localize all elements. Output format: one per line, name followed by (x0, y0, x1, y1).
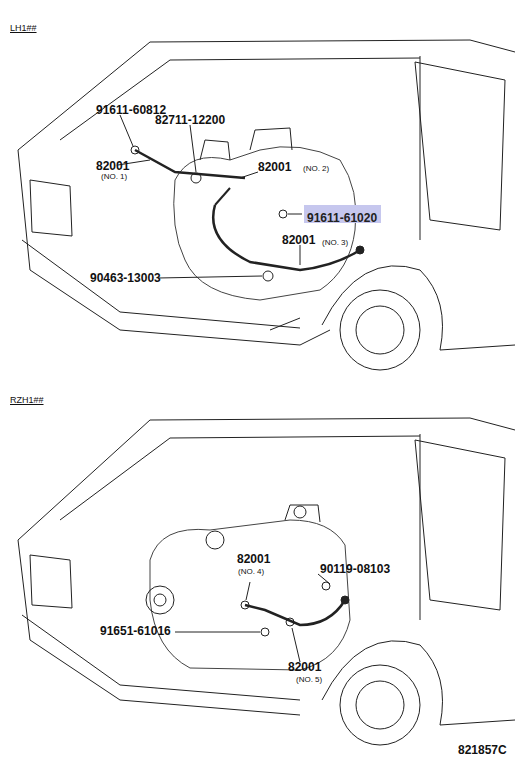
section-code: RZH1## (10, 396, 44, 405)
part-number: 90463-13003 (90, 272, 161, 284)
part-number: 90119-08103 (320, 563, 390, 575)
callout-number: (NO. 2) (303, 165, 329, 173)
illustration-number: 821857C (458, 744, 507, 756)
callout-number: (NO. 4) (238, 568, 264, 576)
van-rzh (18, 418, 515, 745)
callout-number: (NO. 1) (101, 173, 127, 181)
part-number: 82001 (96, 160, 129, 172)
part-number: 91651-61016 (100, 625, 171, 637)
van-lh (18, 40, 515, 370)
part-number: 82001 (282, 234, 315, 246)
part-number: 91611-61020 (307, 212, 377, 224)
highlight-box: 91611-61020 (304, 205, 381, 223)
part-number: 82001 (237, 553, 270, 565)
part-number: 82001 (288, 661, 321, 673)
section-code: LH1## (10, 24, 37, 33)
part-number: 82711-12200 (155, 114, 225, 126)
part-number: 82001 (258, 161, 291, 173)
callout-number: (NO. 5) (296, 676, 322, 684)
callout-number: (NO. 3) (322, 239, 348, 247)
